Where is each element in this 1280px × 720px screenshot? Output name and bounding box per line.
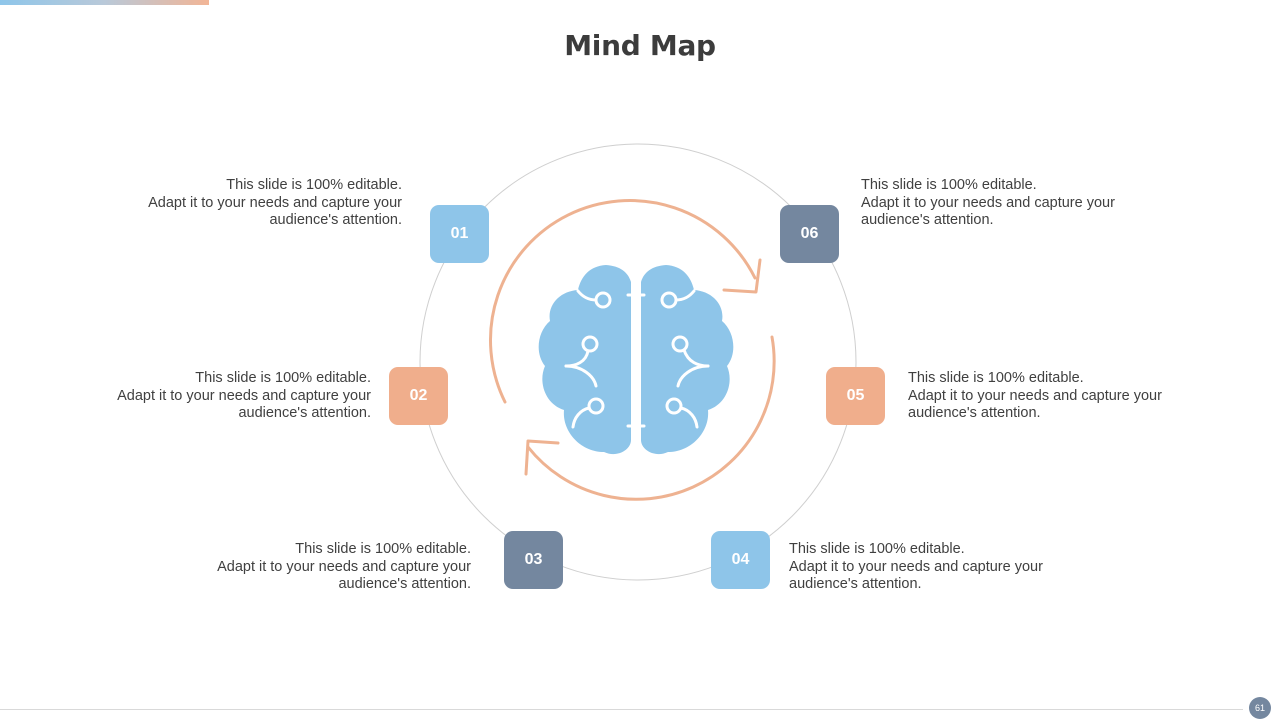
text-block-04: This slide is 100% editable. Adapt it to… [789, 541, 1089, 594]
text-line-2: Adapt it to your needs and capture your [217, 558, 471, 575]
top-accent-bar [0, 0, 209, 5]
text-line-3: audience's attention. [238, 405, 371, 422]
text-line-2: Adapt it to your needs and capture your [148, 194, 402, 211]
text-line-1: This slide is 100% editable. [861, 177, 1037, 193]
text-line-2: Adapt it to your needs and capture your [908, 387, 1162, 404]
text-line-3: audience's attention. [908, 405, 1041, 422]
text-block-03: This slide is 100% editable. Adapt it to… [171, 541, 471, 594]
text-line-1: This slide is 100% editable. [789, 541, 965, 557]
text-block-01: This slide is 100% editable. Adapt it to… [102, 177, 402, 230]
page-title: Mind Map [564, 29, 716, 62]
node-05: 05 [826, 367, 885, 425]
text-line-2: Adapt it to your needs and capture your [789, 558, 1043, 575]
text-line-3: audience's attention. [789, 576, 922, 593]
text-block-05: This slide is 100% editable. Adapt it to… [908, 370, 1208, 423]
text-line-3: audience's attention. [861, 212, 994, 229]
node-03: 03 [504, 531, 563, 589]
text-line-2: Adapt it to your needs and capture your [861, 194, 1115, 211]
node-04: 04 [711, 531, 770, 589]
brain-icon [538, 265, 734, 455]
circular-arrows-icon [489, 198, 776, 501]
text-line-1: This slide is 100% editable. [908, 370, 1084, 386]
text-line-3: audience's attention. [269, 212, 402, 229]
page-number-badge: 61 [1249, 697, 1271, 719]
node-02: 02 [389, 367, 448, 425]
text-line-2: Adapt it to your needs and capture your [117, 387, 371, 404]
text-line-1: This slide is 100% editable. [195, 370, 371, 386]
node-01: 01 [430, 205, 489, 263]
text-line-1: This slide is 100% editable. [295, 541, 471, 557]
node-06: 06 [780, 205, 839, 263]
footer-divider [0, 709, 1243, 710]
text-line-3: audience's attention. [338, 576, 471, 593]
text-block-02: This slide is 100% editable. Adapt it to… [71, 370, 371, 423]
text-block-06: This slide is 100% editable. Adapt it to… [861, 177, 1161, 230]
outer-ring [419, 143, 857, 581]
text-line-1: This slide is 100% editable. [226, 177, 402, 193]
